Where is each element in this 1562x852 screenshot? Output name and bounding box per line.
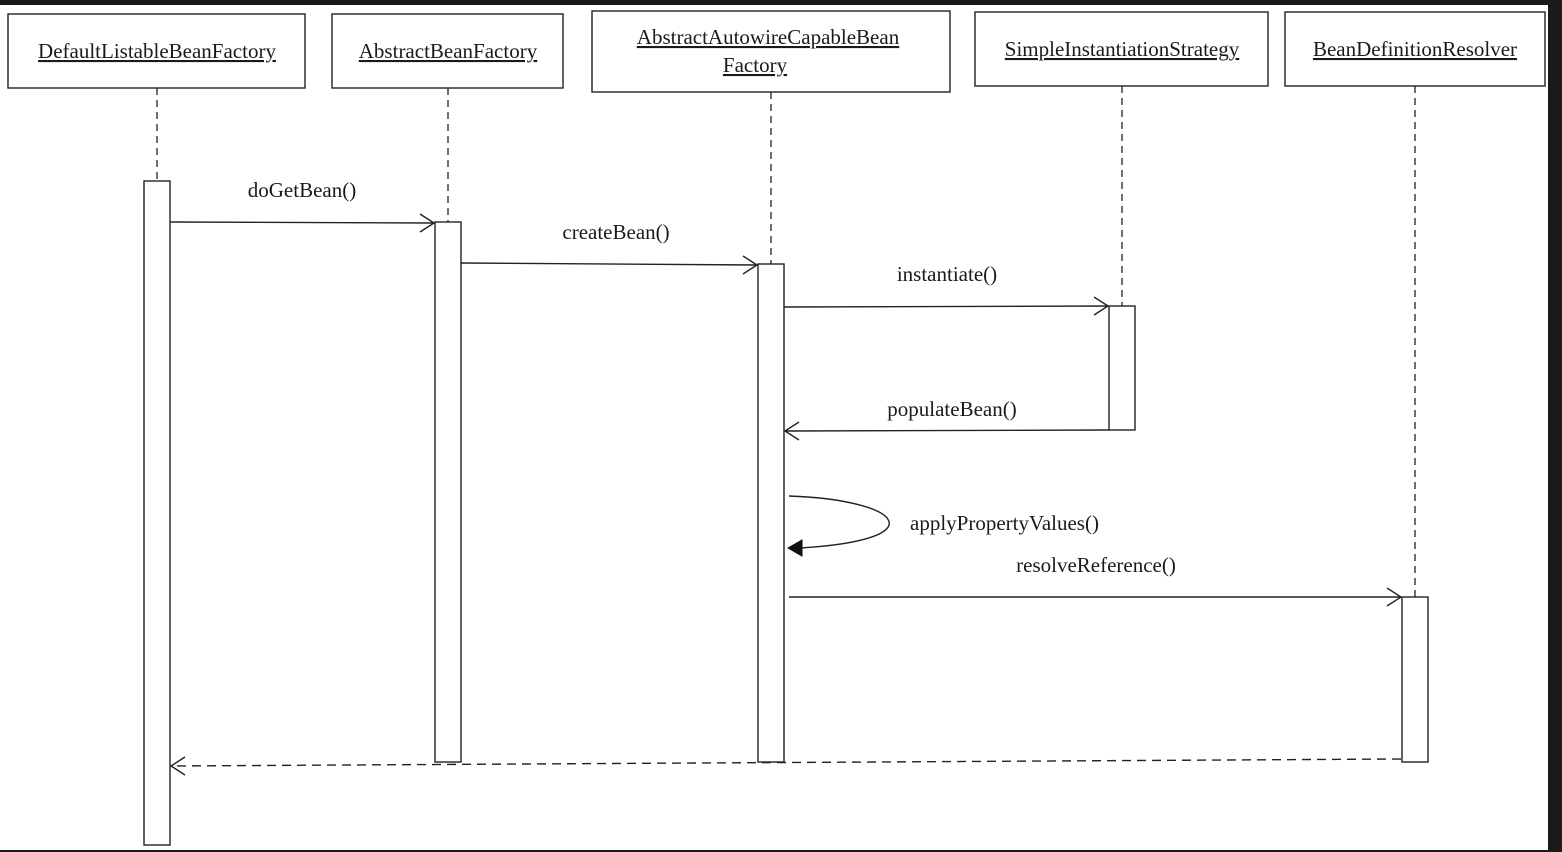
participant-label-line-1: AbstractAutowireCapableBean	[637, 25, 900, 49]
participant-default-listable-bean-factory: DefaultListableBeanFactory	[7, 13, 306, 89]
activation-default-listable-bean-factory	[143, 180, 171, 846]
arrow-head-icon	[783, 421, 800, 441]
message-label: applyPropertyValues()	[910, 511, 1099, 535]
arrow-head-icon	[1093, 296, 1110, 316]
participant-label: BeanDefinitionResolver	[1313, 37, 1517, 61]
activation-abstract-autowire-capable-bean-factory	[757, 263, 785, 763]
arrow-head-icon	[169, 756, 186, 776]
message-label: instantiate()	[897, 262, 997, 286]
message-create-bean: createBean()	[460, 220, 759, 275]
message-label: resolveReference()	[1016, 553, 1176, 577]
message-label: populateBean()	[887, 397, 1016, 421]
participant-bean-definition-resolver: BeanDefinitionResolver	[1284, 11, 1546, 87]
message-instantiate: instantiate()	[783, 262, 1110, 316]
participant-label: SimpleInstantiationStrategy	[1005, 37, 1240, 61]
message-return	[169, 756, 1402, 776]
activation-abstract-bean-factory	[434, 221, 462, 763]
message-label: createBean()	[562, 220, 669, 244]
participant-label: DefaultListableBeanFactory	[38, 39, 276, 63]
message-populate-bean: populateBean()	[783, 397, 1110, 441]
arrow-head-icon	[742, 255, 759, 275]
participant-abstract-bean-factory: AbstractBeanFactory	[331, 13, 564, 89]
arrow-head-icon	[419, 213, 436, 233]
arrow-head-icon	[786, 539, 803, 557]
activation-bean-definition-resolver	[1401, 596, 1429, 763]
message-resolve-reference: resolveReference()	[789, 553, 1403, 607]
message-label: doGetBean()	[248, 178, 356, 202]
participant-abstract-autowire-capable-bean-factory: AbstractAutowireCapableBean Factory	[591, 10, 951, 93]
participant-label: AbstractBeanFactory	[359, 39, 538, 63]
participant-label-line-2: Factory	[723, 53, 788, 77]
arrow-head-icon	[1386, 587, 1403, 607]
message-do-get-bean: doGetBean()	[169, 178, 436, 233]
activation-simple-instantiation-strategy	[1108, 305, 1136, 431]
participant-simple-instantiation-strategy: SimpleInstantiationStrategy	[974, 11, 1269, 87]
message-apply-property-values: applyPropertyValues()	[786, 495, 1099, 557]
